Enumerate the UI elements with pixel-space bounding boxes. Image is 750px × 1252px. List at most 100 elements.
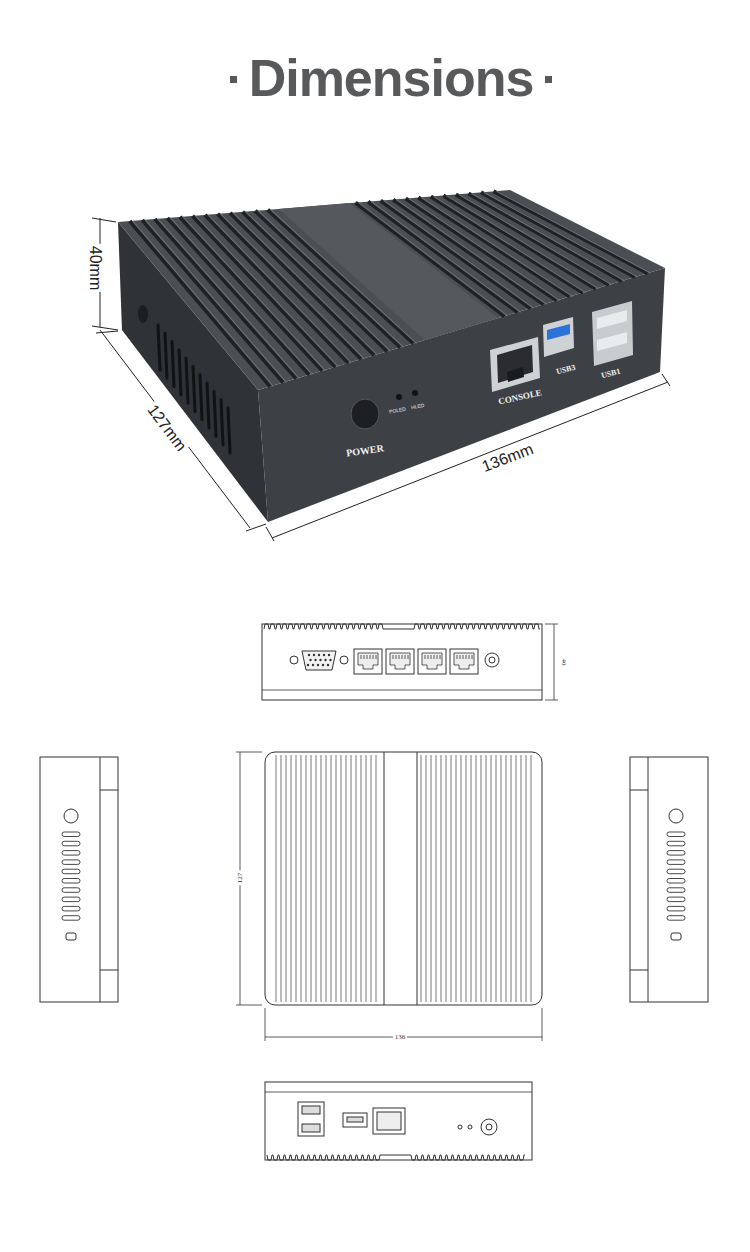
fin-line: [486, 755, 487, 1002]
fin-line: [341, 755, 342, 1002]
usb-port: [597, 332, 627, 351]
fin-edge: [267, 1155, 525, 1160]
slot: [62, 888, 80, 893]
band-edge: [417, 752, 418, 1005]
dimension-line: [92, 218, 670, 541]
dimension-label: 136: [393, 1032, 408, 1042]
dimension-label: 136mm: [478, 438, 539, 477]
slot: [62, 879, 80, 884]
fin-line: [421, 755, 422, 1002]
fin-line: [491, 755, 492, 1002]
fin-line: [296, 755, 297, 1002]
pin: [319, 659, 321, 661]
fin-line: [456, 755, 457, 1002]
title-dot: [230, 76, 237, 83]
heatsink-fins: [130, 191, 651, 386]
back-view: [265, 1092, 532, 1093]
slot: [62, 832, 80, 837]
slot: [62, 841, 80, 846]
fin-line: [316, 755, 317, 1002]
pin: [307, 664, 309, 666]
front-view: [262, 624, 542, 700]
usb-port: [597, 310, 627, 329]
rj45: [422, 653, 442, 669]
fin-line: [521, 755, 522, 1002]
pin: [329, 659, 331, 661]
usb-port: [543, 317, 574, 357]
pin: [313, 654, 315, 656]
dimension-label: 127: [235, 871, 245, 886]
rj45: [418, 649, 446, 674]
power-jack: [489, 657, 495, 663]
rj45-pin: [428, 655, 429, 659]
rj45-pin: [440, 655, 441, 659]
usb-port: [547, 324, 570, 340]
rj45-pin: [364, 655, 365, 659]
rj45: [454, 653, 474, 669]
slot: [62, 851, 80, 856]
fin: [481, 192, 635, 277]
slot: [62, 897, 80, 902]
pin: [309, 659, 311, 661]
fin-line: [276, 755, 277, 1002]
top-face: [118, 190, 665, 390]
fin-line: [321, 755, 322, 1002]
fin-line: [331, 755, 332, 1002]
rj45-pin: [373, 655, 374, 659]
slot: [667, 888, 685, 893]
rj45-pin: [361, 655, 362, 659]
vent: [214, 391, 216, 436]
rj45-ports: [354, 649, 478, 674]
vga-port: [290, 651, 348, 670]
rj45-pin: [431, 655, 432, 659]
vent: [172, 342, 174, 387]
rj45-pin: [434, 655, 435, 659]
top-fins: [276, 752, 531, 1005]
back-view: [265, 1082, 532, 1160]
slot: [62, 906, 80, 911]
pin: [322, 664, 324, 666]
dimension-label: 40: [558, 657, 568, 668]
rj45: [358, 653, 378, 669]
fin-line: [311, 755, 312, 1002]
vent: [228, 408, 230, 453]
fin-line: [451, 755, 452, 1002]
rj45-pin: [425, 655, 426, 659]
fin-line: [506, 755, 507, 1002]
front-view: [262, 690, 542, 691]
title-dot: [545, 76, 552, 83]
pin: [317, 664, 319, 666]
band-edge: [384, 752, 385, 1005]
rj45-pin: [393, 655, 394, 659]
rj45-pin: [466, 655, 467, 659]
led: [412, 390, 418, 396]
vent: [193, 367, 195, 412]
fin-line: [531, 755, 532, 1002]
fin-line: [526, 755, 527, 1002]
rj45-pin: [399, 655, 400, 659]
slot: [667, 879, 685, 884]
rj45-pin: [405, 655, 406, 659]
pin: [328, 654, 330, 656]
slot: [62, 860, 80, 865]
rj45-pin: [469, 655, 470, 659]
fin-line: [466, 755, 467, 1002]
fin-line: [496, 755, 497, 1002]
vga-pins: [307, 654, 332, 666]
fin-line: [366, 755, 367, 1002]
vent: [186, 358, 188, 403]
slot: [62, 916, 80, 921]
pin: [314, 659, 316, 661]
fin-line: [306, 755, 307, 1002]
back-ports: [298, 1102, 497, 1136]
vent: [158, 325, 160, 370]
slot: [667, 897, 685, 902]
slot: [667, 869, 685, 874]
vent: [221, 400, 223, 445]
usb-port: [592, 301, 633, 366]
rj45: [450, 649, 478, 674]
fin-line: [446, 755, 447, 1002]
fin-line: [471, 755, 472, 1002]
